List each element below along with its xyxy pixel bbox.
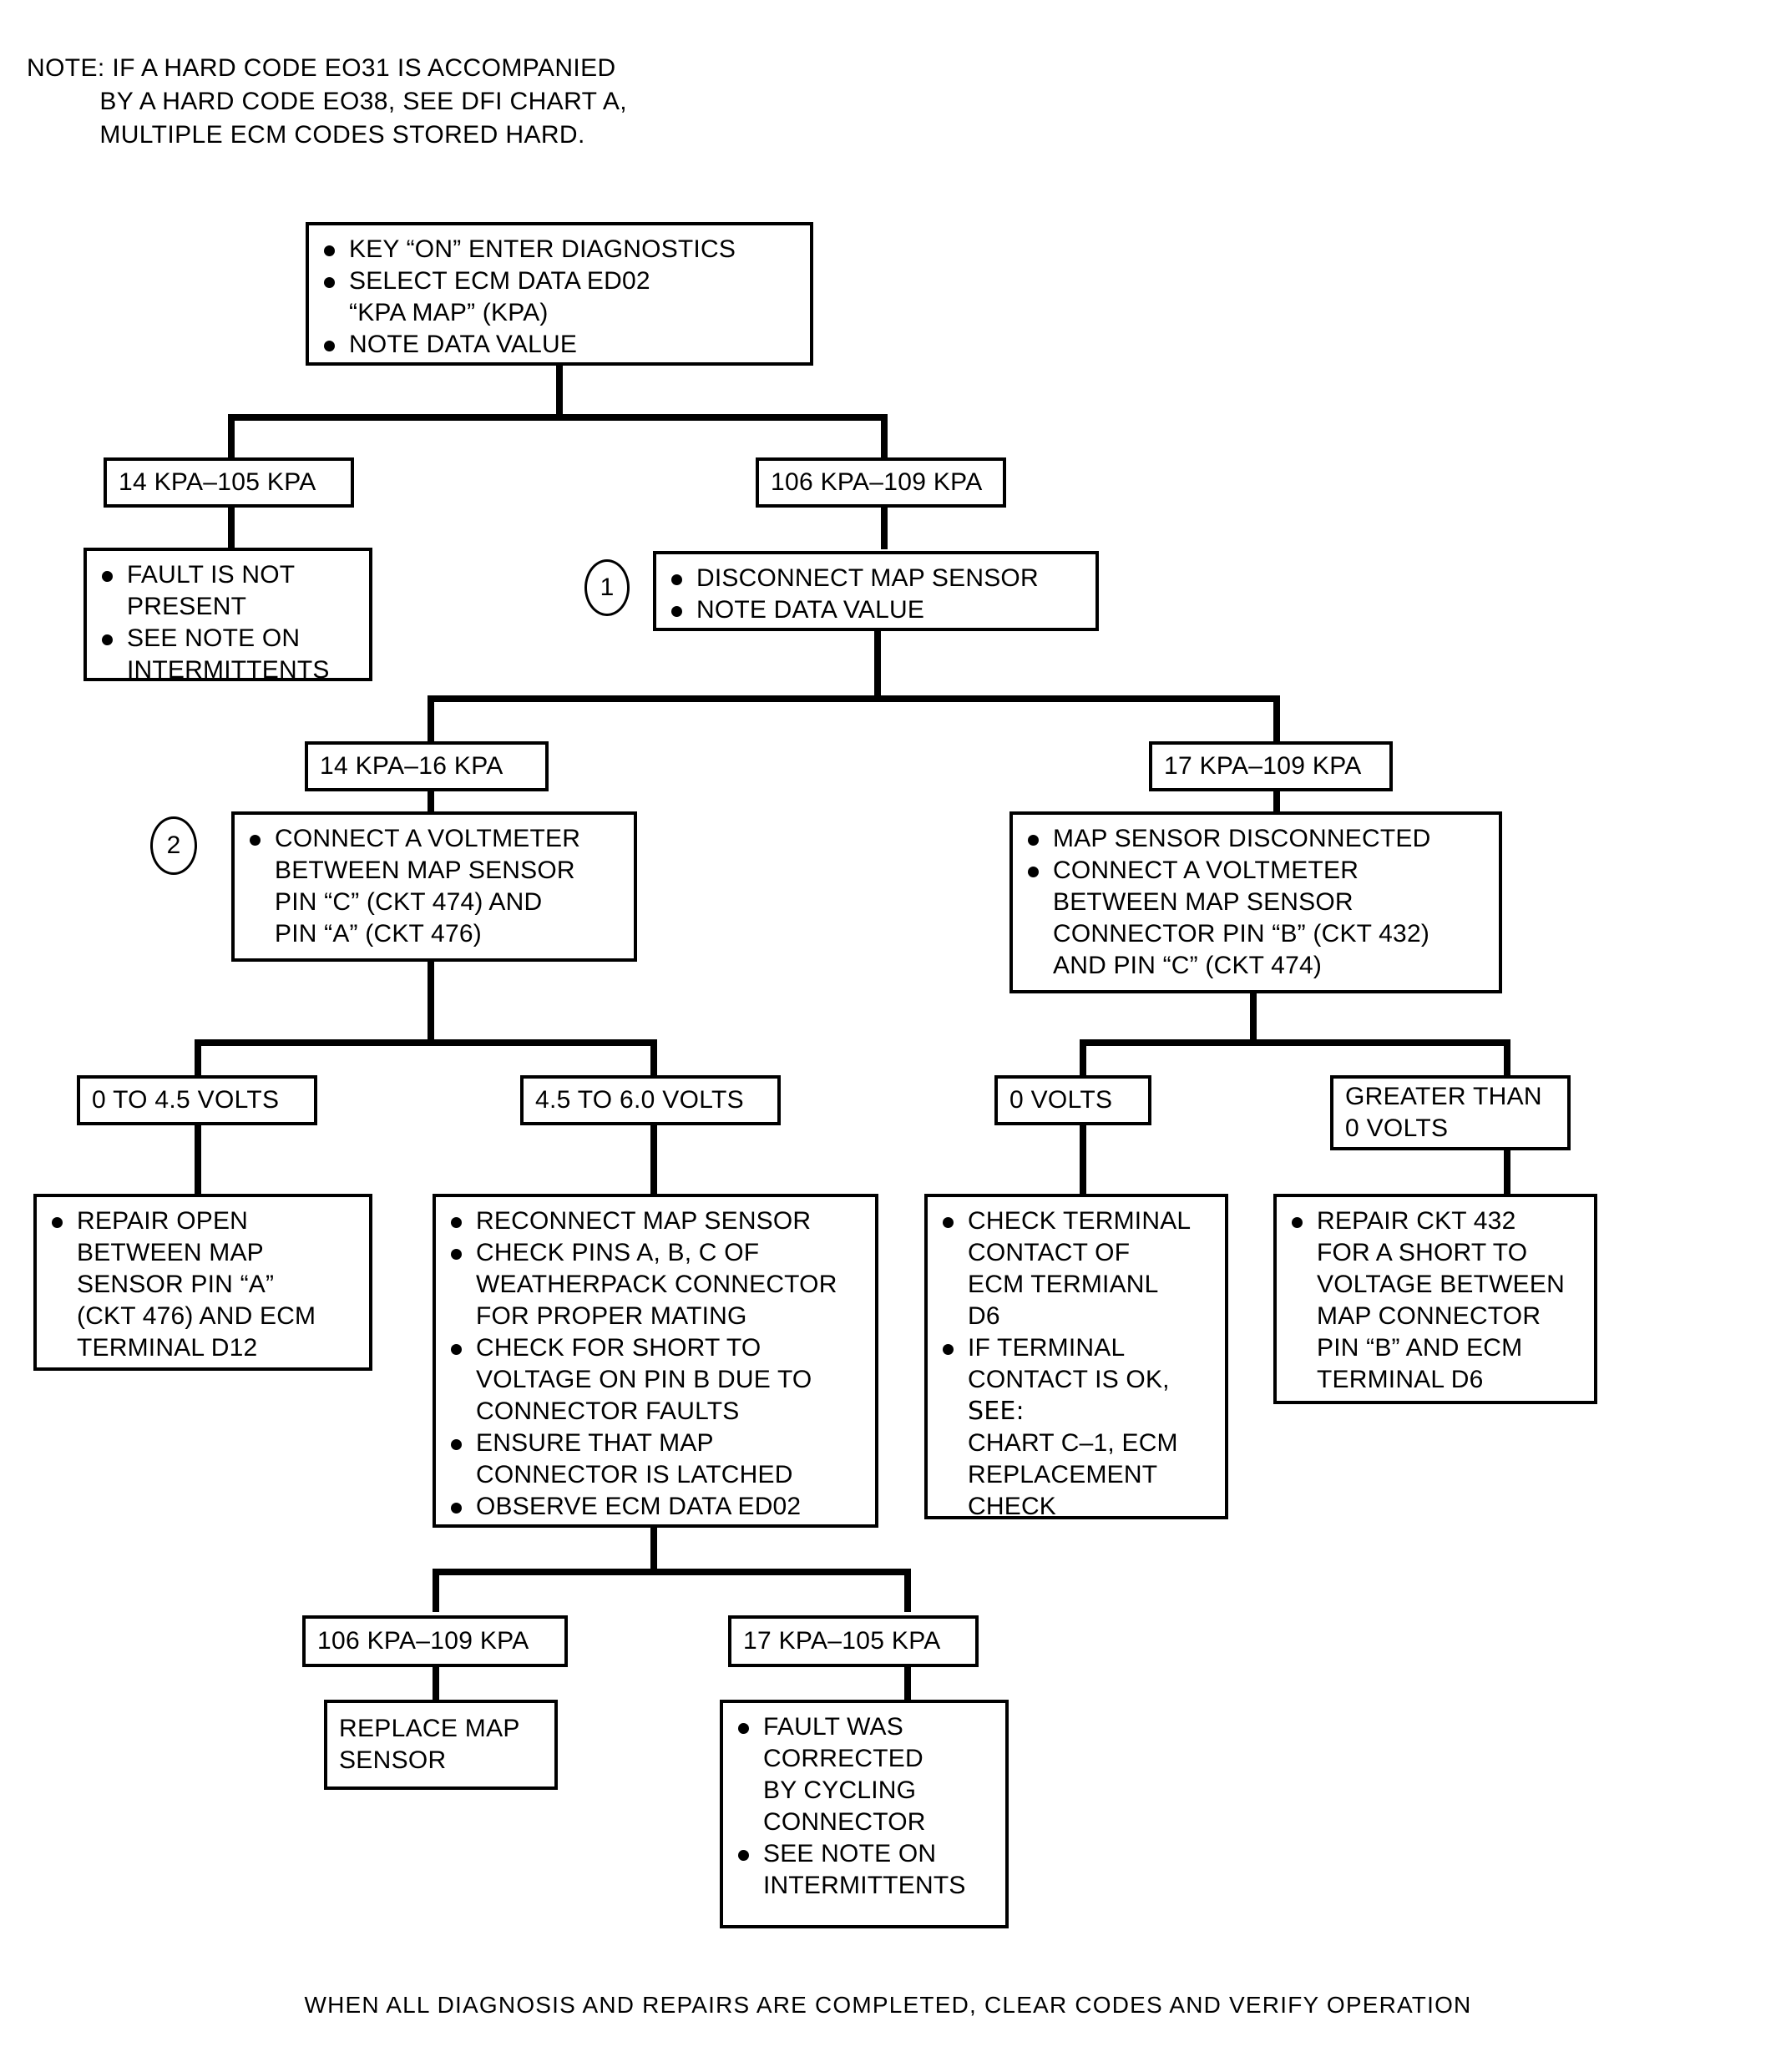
range-106-109-b-label: 106 KPA–109 KPA xyxy=(317,1627,529,1655)
connector-fork2-bar xyxy=(428,695,1280,702)
step-marker-2-label: 2 xyxy=(166,831,181,859)
connector-disconnect-down xyxy=(874,631,881,701)
node-range-14-16: 14 KPA–16 KPA xyxy=(305,741,549,791)
node-repair-open: REPAIR OPEN BETWEEN MAP SENSOR PIN “A” (… xyxy=(33,1194,372,1371)
start-line-2: SELECT ECM DATA ED02 xyxy=(321,265,800,297)
range-17-109-label: 17 KPA–109 KPA xyxy=(1164,752,1362,780)
connector-volts-greater-down xyxy=(1504,1149,1510,1197)
connector-fork3-right xyxy=(650,1039,657,1079)
node-repair-ckt432: REPAIR CKT 432 FOR A SHORT TO VOLTAGE BE… xyxy=(1273,1194,1597,1404)
fault-not-present-line-1: FAULT IS NOT PRESENT xyxy=(99,559,359,623)
node-range-14-105: 14 KPA–105 KPA xyxy=(104,457,354,508)
connector-fork1-left xyxy=(228,414,235,462)
node-map-disconnected: MAP SENSOR DISCONNECTED CONNECT A VOLTME… xyxy=(1009,811,1502,993)
repair-open-line-1: REPAIR OPEN BETWEEN MAP SENSOR PIN “A” (… xyxy=(48,1205,359,1364)
node-connect-voltmeter: CONNECT A VOLTMETER BETWEEN MAP SENSOR P… xyxy=(231,811,637,962)
connector-fork5-left xyxy=(433,1569,439,1612)
connector-14-105-down xyxy=(228,506,235,549)
node-volts-0: 0 VOLTS xyxy=(994,1075,1151,1125)
connector-fork3-left xyxy=(195,1039,201,1079)
connector-start-down xyxy=(556,366,563,417)
check-terminal-line-2: IF TERMINAL CONTACT IS OK, xyxy=(939,1332,1215,1396)
node-range-106-109-b: 106 KPA–109 KPA xyxy=(302,1615,568,1667)
node-disconnect-map: DISCONNECT MAP SENSOR NOTE DATA VALUE xyxy=(653,551,1099,631)
connector-106-109-down xyxy=(881,506,888,549)
step-marker-2: 2 xyxy=(150,816,197,875)
node-range-17-109: 17 KPA–109 KPA xyxy=(1149,741,1393,791)
start-line-1: KEY “ON” ENTER DIAGNOSTICS xyxy=(321,234,800,265)
range-14-105-label: 14 KPA–105 KPA xyxy=(119,468,316,496)
range-106-109-label: 106 KPA–109 KPA xyxy=(771,468,983,496)
connector-fork5-right xyxy=(904,1569,911,1612)
range-14-16-label: 14 KPA–16 KPA xyxy=(320,752,503,780)
connector-fork4-bar xyxy=(1080,1039,1510,1046)
connector-map-disconnected-down xyxy=(1250,993,1257,1045)
fault-corrected-line-2: SEE NOTE ON INTERMITTENTS xyxy=(735,1838,995,1902)
check-terminal-see-label: SEE: xyxy=(968,1397,1025,1426)
connector-range-106-109-b-down xyxy=(433,1665,439,1704)
check-terminal-line-3: CHART C–1, ECM REPLACEMENT CHECK xyxy=(968,1429,1178,1520)
node-replace-map: REPLACE MAP SENSOR xyxy=(324,1700,558,1790)
disconnect-map-line-1: DISCONNECT MAP SENSOR xyxy=(668,563,1085,594)
fault-not-present-line-2: SEE NOTE ON INTERMITTENTS xyxy=(99,623,359,686)
node-range-17-105: 17 KPA–105 KPA xyxy=(728,1615,979,1667)
repair-ckt432-line-1: REPAIR CKT 432 FOR A SHORT TO VOLTAGE BE… xyxy=(1288,1205,1584,1396)
reconnect-map-line-3: CHECK FOR SHORT TO VOLTAGE ON PIN B DUE … xyxy=(448,1332,865,1428)
node-volts-greater: GREATER THAN 0 VOLTS xyxy=(1330,1075,1571,1150)
node-fault-not-present: FAULT IS NOT PRESENT SEE NOTE ON INTERMI… xyxy=(83,548,372,684)
connector-fork2-right xyxy=(1273,695,1280,750)
connector-fork3-bar xyxy=(195,1039,657,1046)
connector-fork5-bar xyxy=(433,1569,911,1575)
connect-voltmeter-line-1: CONNECT A VOLTMETER BETWEEN MAP SENSOR P… xyxy=(246,823,624,950)
connector-volts-0-45-down xyxy=(195,1124,201,1197)
connector-voltmeter-down xyxy=(428,962,434,1045)
connector-fork4-left xyxy=(1080,1039,1086,1079)
start-line-4: NOTE DATA VALUE xyxy=(321,329,800,361)
reconnect-map-line-5: OBSERVE ECM DATA ED02 xyxy=(448,1491,865,1523)
connector-range-17-105-down xyxy=(904,1665,911,1704)
footer-text: WHEN ALL DIAGNOSIS AND REPAIRS ARE COMPL… xyxy=(304,1992,1472,2018)
node-range-106-109: 106 KPA–109 KPA xyxy=(756,457,1006,508)
node-volts-0-45: 0 TO 4.5 VOLTS xyxy=(77,1075,317,1125)
connector-fork2-left xyxy=(428,695,434,750)
start-line-3: “KPA MAP” (KPA) xyxy=(349,299,549,326)
reconnect-map-line-4: ENSURE THAT MAP CONNECTOR IS LATCHED xyxy=(448,1428,865,1491)
node-volts-45-60: 4.5 TO 6.0 VOLTS xyxy=(520,1075,781,1125)
node-check-terminal: CHECK TERMINAL CONTACT OF ECM TERMIANL D… xyxy=(924,1194,1228,1520)
node-fault-corrected: FAULT WAS CORRECTED BY CYCLING CONNECTOR… xyxy=(720,1700,1009,1928)
connector-fork1-right xyxy=(881,414,888,462)
reconnect-map-line-2: CHECK PINS A, B, C OF WEATHERPACK CONNEC… xyxy=(448,1237,865,1332)
range-17-105-label: 17 KPA–105 KPA xyxy=(743,1627,941,1655)
reconnect-map-line-1: RECONNECT MAP SENSOR xyxy=(448,1205,865,1237)
connector-fork1-bar xyxy=(228,414,888,421)
map-disconnected-line-2: CONNECT A VOLTMETER BETWEEN MAP SENSOR C… xyxy=(1025,855,1489,982)
volts-0-45-label: 0 TO 4.5 VOLTS xyxy=(92,1086,280,1114)
connector-reconnect-map-down xyxy=(650,1528,657,1574)
volts-45-60-label: 4.5 TO 6.0 VOLTS xyxy=(535,1086,744,1114)
node-reconnect-map: RECONNECT MAP SENSOR CHECK PINS A, B, C … xyxy=(433,1194,878,1528)
step-marker-1: 1 xyxy=(584,559,630,616)
connector-volts-0-down xyxy=(1080,1124,1086,1197)
replace-map-label: REPLACE MAP SENSOR xyxy=(339,1715,520,1774)
connector-volts-45-60-down xyxy=(650,1124,657,1197)
fault-corrected-line-1: FAULT WAS CORRECTED BY CYCLING CONNECTOR xyxy=(735,1711,995,1838)
map-disconnected-line-1: MAP SENSOR DISCONNECTED xyxy=(1025,823,1489,855)
volts-greater-label: GREATER THAN 0 VOLTS xyxy=(1345,1083,1542,1142)
disconnect-map-line-2: NOTE DATA VALUE xyxy=(668,594,1085,626)
volts-0-label: 0 VOLTS xyxy=(1009,1086,1113,1114)
check-terminal-line-1: CHECK TERMINAL CONTACT OF ECM TERMIANL D… xyxy=(939,1205,1215,1332)
note-header: NOTE: IF A HARD CODE EO31 IS ACCOMPANIED… xyxy=(27,54,628,149)
node-start: KEY “ON” ENTER DIAGNOSTICS SELECT ECM DA… xyxy=(306,222,813,366)
connector-fork4-right xyxy=(1504,1039,1510,1079)
step-marker-1-label: 1 xyxy=(600,574,615,601)
